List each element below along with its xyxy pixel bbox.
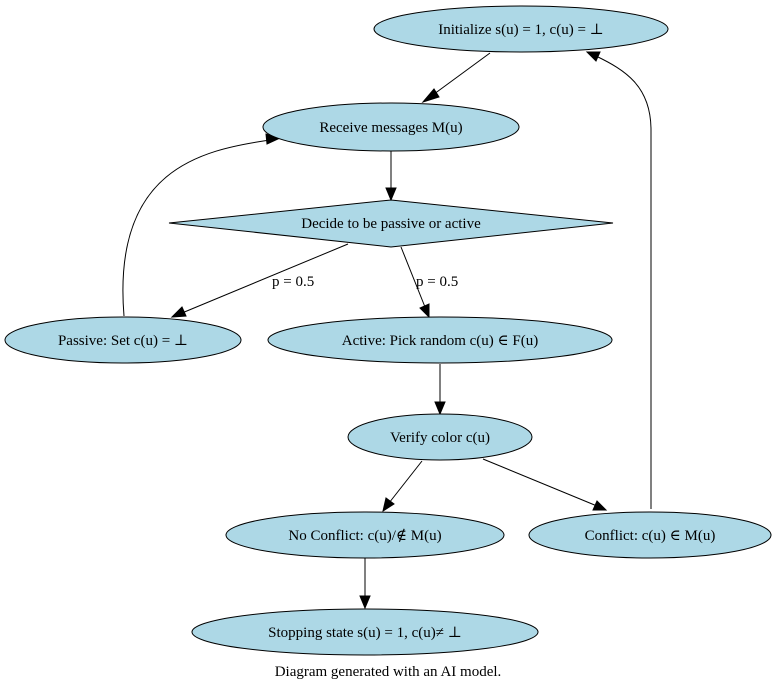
arrowhead-icon [592,500,608,511]
edge-passive-to-receive [122,139,271,317]
node-stop: Stopping state s(u) = 1, c(u)≠ ⊥ [191,608,539,656]
node-decide: Decide to be passive or active [168,199,614,248]
node-receive-shape [262,102,520,152]
node-passive: Passive: Set c(u) = ⊥ [4,316,242,364]
node-conflict: Conflict: c(u) ∈ M(u) [528,511,772,559]
arrowhead-icon [359,595,371,610]
node-receive-label: Receive messages M(u) [319,120,462,136]
edge-conflict-to-init [595,55,652,509]
node-stop-label: Stopping state s(u) = 1, c(u)≠ ⊥ [268,625,462,641]
edge-label-active: p = 0.5 [416,274,458,290]
node-noconflict-shape [225,511,505,559]
edge-decide-to-active [400,246,426,308]
node-init-shape [373,5,669,53]
diagram-caption: Diagram generated with an AI model. [275,664,502,680]
node-verify-shape [347,413,533,461]
node-receive: Receive messages M(u) [262,102,520,152]
arrowhead-icon [170,306,187,318]
node-passive-shape [4,316,242,364]
node-active-label: Active: Pick random c(u) ∈ F(u) [342,333,538,349]
arrowhead-icon [585,51,601,62]
edge-verify-to-conflict [482,458,598,507]
arrowhead-icon [419,303,430,319]
edge-init-to-receive [429,52,491,98]
node-decide-label: Decide to be passive or active [301,216,481,232]
edge-decide-to-passive [181,243,349,314]
node-verify-label: Verify color c(u) [390,430,490,446]
node-active: Active: Pick random c(u) ∈ F(u) [267,316,613,364]
arrowhead-icon [382,497,395,513]
edges [122,51,652,610]
arrowhead-icon [421,88,440,103]
node-active-shape [267,316,613,364]
arrowhead-icon [385,187,397,202]
node-passive-label: Passive: Set c(u) = ⊥ [58,333,188,349]
node-verify: Verify color c(u) [347,413,533,461]
node-noconflict: No Conflict: c(u)/∉ M(u) [225,511,505,559]
node-decide-shape [168,199,614,248]
node-init: Initialize s(u) = 1, c(u) = ⊥ [373,5,669,53]
node-conflict-shape [528,511,772,559]
node-noconflict-label: No Conflict: c(u)/∉ M(u) [288,528,441,544]
arrowhead-icon [434,401,446,416]
node-stop-shape [191,608,539,656]
node-init-label: Initialize s(u) = 1, c(u) = ⊥ [438,22,604,38]
edge-verify-to-noconflict [388,460,423,504]
node-conflict-label: Conflict: c(u) ∈ M(u) [585,528,716,544]
edge-label-passive: p = 0.5 [272,274,314,290]
